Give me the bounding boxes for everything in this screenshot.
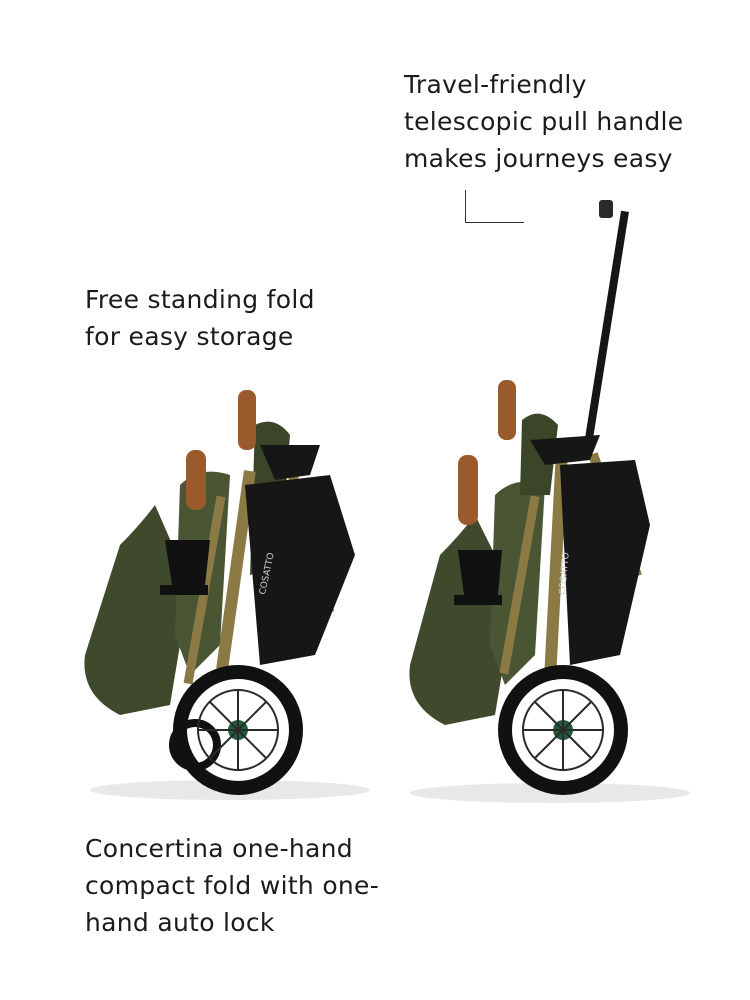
- caption-free-standing-fold: Free standing fold for easy storage: [85, 281, 315, 355]
- caption-line: for easy storage: [85, 322, 294, 351]
- caption-line: Travel-friendly: [404, 70, 587, 99]
- brand-mark: COSATTO: [558, 552, 572, 595]
- folded-stroller-icon: COSATTO: [84, 390, 370, 800]
- caption-line: telescopic pull handle: [404, 107, 684, 136]
- folded-stroller-image: COSATTO: [80, 385, 380, 805]
- callout-pointer-line: [465, 190, 524, 223]
- folded-stroller-with-handle-icon: COSATTO: [409, 200, 690, 803]
- caption-line: Concertina one-hand: [85, 834, 353, 863]
- caption-line: hand auto lock: [85, 908, 275, 937]
- folded-stroller-handle-image: COSATTO: [400, 195, 700, 805]
- caption-line: Free standing fold: [85, 285, 315, 314]
- caption-concertina-fold: Concertina one-hand compact fold with on…: [85, 830, 379, 941]
- caption-line: compact fold with one-: [85, 871, 380, 900]
- caption-line: makes journeys easy: [404, 144, 673, 173]
- caption-telescopic-handle: Travel-friendly telescopic pull handle m…: [404, 66, 683, 177]
